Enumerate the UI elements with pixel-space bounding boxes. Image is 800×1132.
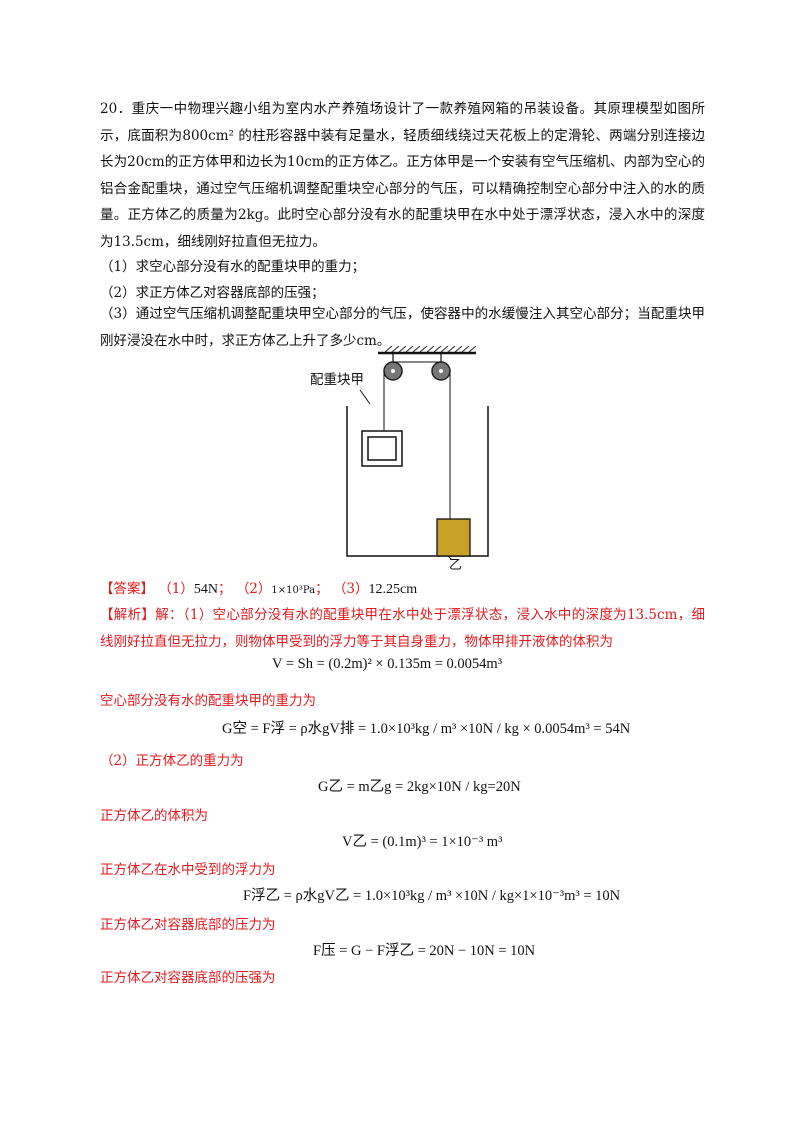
answer-label: 【答案】 bbox=[100, 581, 154, 597]
answer-sep-1: ； bbox=[218, 581, 232, 597]
answer-line: 【答案】 （1）54N； （2）1×10³Pa； （3）12.25cm bbox=[100, 577, 417, 598]
formula-4: V乙 = (0.1m)³ = 1×10⁻³ m³ bbox=[342, 834, 503, 850]
label-yi: 乙 bbox=[449, 558, 463, 573]
text-pressure-yi: 正方体乙对容器底部的压强为 bbox=[100, 970, 276, 986]
formula-6: F压 = G − F浮乙 = 20N − 10N = 10N bbox=[313, 943, 536, 959]
answer-part-1: （1） bbox=[158, 581, 194, 597]
text-gravity-yi: （2）正方体乙的重力为 bbox=[100, 753, 244, 769]
answer-value-3: 12.25cm bbox=[368, 582, 418, 597]
text-force-yi: 正方体乙对容器底部的压力为 bbox=[100, 917, 276, 933]
text-buoyancy-yi: 正方体乙在水中受到的浮力为 bbox=[100, 862, 276, 878]
problem-statement: 20．重庆一中物理兴趣小组为室内水产养殖场设计了一款养殖网箱的吊装设备。其原理模… bbox=[100, 101, 705, 250]
analysis-intro-text: 解：（1）空心部分没有水的配重块甲在水中处于漂浮状态，浸入水中的深度为13.5c… bbox=[100, 607, 706, 650]
analysis-label: 【解析】 bbox=[100, 607, 156, 623]
block-yi bbox=[436, 518, 471, 557]
question-1: （1）求空心部分没有水的配重块甲的重力； bbox=[100, 259, 366, 275]
pulley-diagram-svg bbox=[346, 345, 489, 561]
question-2: （2）求正方体乙对容器底部的压强； bbox=[100, 285, 325, 301]
formula-2: G空 = F浮 = ρ水gV排 = 1.0×10³kg / m³ ×10N / … bbox=[222, 721, 631, 737]
formula-3: G乙 = m乙g = 2kg×10N / kg=20N bbox=[318, 779, 521, 795]
ceiling-hatch bbox=[384, 345, 477, 353]
analysis-intro: 【解析】解：（1）空心部分没有水的配重块甲在水中处于漂浮状态，浸入水中的深度为1… bbox=[100, 602, 705, 655]
formula-5: F浮乙 = ρ水gV乙 = 1.0×10³kg / m³ ×10N / kg×1… bbox=[243, 888, 621, 904]
question-3: （3）通过空气压缩机调整配重块甲空心部分的气压，使容器中的水缓慢注入其空心部分；… bbox=[100, 306, 705, 349]
answer-value-1: 54N bbox=[193, 582, 219, 597]
answer-sep-2: ； bbox=[315, 581, 329, 597]
label-jia: 配重块甲 bbox=[310, 372, 364, 388]
answer-value-2: 1×10³Pa bbox=[271, 585, 316, 596]
pulley-diagram: 配重块甲 乙 bbox=[300, 345, 510, 573]
text-volume-yi: 正方体乙的体积为 bbox=[100, 808, 208, 824]
answer-part-3: （3） bbox=[332, 581, 369, 597]
text-gravity-jia: 空心部分没有水的配重块甲的重力为 bbox=[100, 693, 316, 709]
formula-1: V = Sh = (0.2m)² × 0.135m = 0.0054m³ bbox=[272, 656, 503, 672]
container bbox=[346, 406, 489, 557]
answer-part-2: （2） bbox=[235, 581, 272, 597]
